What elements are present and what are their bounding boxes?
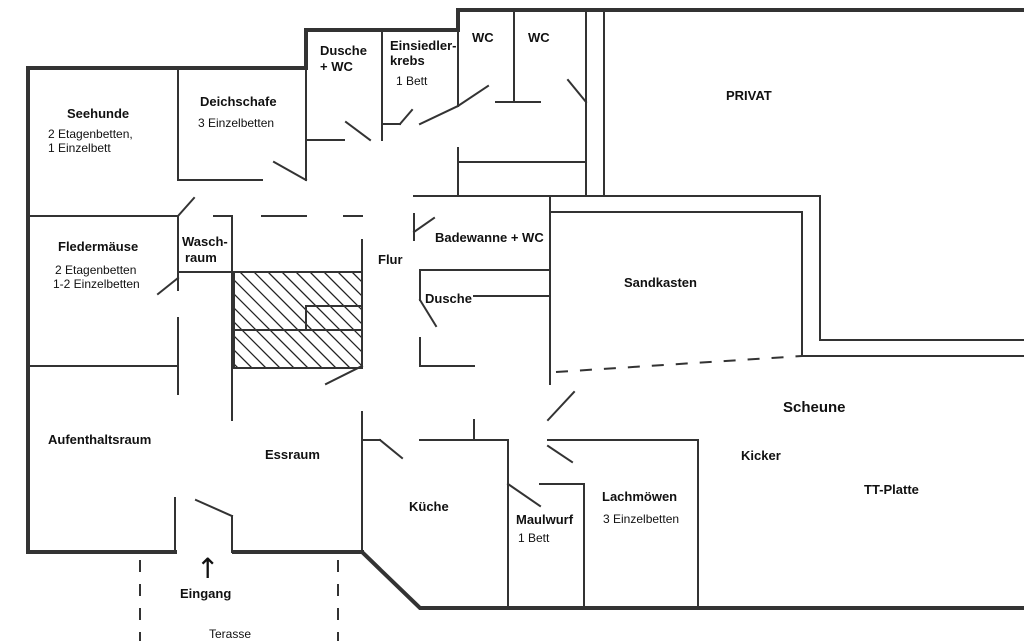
room-label-terasse: Terasse (209, 627, 251, 641)
room-label-scheune: Scheune (783, 399, 846, 416)
room-label-lachmoewen: Lachmöwen (602, 489, 677, 504)
room-label-dusche-wc-2: + WC (320, 59, 353, 74)
room-label-dusche-wc-1: Dusche (320, 43, 367, 58)
room-label-waschraum-1: Wasch- (182, 234, 228, 249)
dashed-lines (139, 355, 803, 641)
room-beds-deichschafe: 3 Einzelbetten (198, 116, 274, 130)
room-label-waschraum-2: raum (185, 250, 217, 265)
room-beds-seehunde-2: 1 Einzelbett (48, 141, 111, 155)
room-label-aufenthaltsraum: Aufenthaltsraum (48, 432, 151, 447)
room-label-kueche: Küche (409, 499, 449, 514)
hatch-line (281, 272, 362, 353)
hatch-line (323, 272, 362, 311)
hatch-line (234, 293, 309, 368)
room-label-flur: Flur (378, 252, 403, 267)
room-label-tt-platte: TT-Platte (864, 482, 919, 497)
hatch-line (128, 272, 224, 368)
outer-walls (26, 8, 1024, 610)
inner-walls (27, 9, 1024, 609)
room-label-maulwurf: Maulwurf (516, 512, 574, 527)
hatch-line (337, 272, 362, 297)
room-beds-fledermaeuse-1: 2 Etagenbetten (55, 263, 136, 277)
entrance-arrow-icon: ↑ (196, 552, 219, 585)
room-beds-lachmoewen: 3 Einzelbetten (603, 512, 679, 526)
room-beds-einsiedlerkrebs: 1 Bett (396, 74, 428, 88)
hatch-line (234, 363, 239, 368)
hatch-line (295, 272, 362, 339)
hatch-line (234, 335, 267, 368)
room-label-seehunde: Seehunde (67, 106, 129, 121)
hatch-line (351, 272, 362, 283)
room-label-sandkasten: Sandkasten (624, 275, 697, 290)
room-label-wc-2: WC (528, 30, 550, 45)
room-label-badewanne-wc: Badewanne + WC (435, 230, 544, 245)
room-beds-fledermaeuse-2: 1-2 Einzelbetten (53, 277, 140, 291)
room-label-einsiedlerkrebs-2: krebs (390, 53, 425, 68)
room-label-eingang: Eingang (180, 586, 231, 601)
room-beds-maulwurf: 1 Bett (518, 531, 550, 545)
room-label-kicker: Kicker (741, 448, 781, 463)
stairwell-hatch (128, 272, 462, 368)
stairwell-outline (233, 271, 363, 369)
hatch-line (234, 321, 281, 368)
room-label-fledermaeuse: Fledermäuse (58, 239, 138, 254)
room-beds-seehunde-1: 2 Etagenbetten, (48, 127, 133, 141)
room-label-wc-1: WC (472, 30, 494, 45)
hatch-line (234, 279, 323, 368)
hatch-line (366, 272, 462, 368)
hatch-line (234, 349, 253, 368)
hatch-line (253, 272, 351, 368)
room-label-deichschafe: Deichschafe (200, 94, 277, 109)
room-label-einsiedlerkrebs-1: Einsiedler- (390, 38, 456, 53)
room-label-privat: PRIVAT (726, 88, 772, 103)
hatch-line (309, 272, 362, 325)
hatch-line (234, 307, 295, 368)
hatch-line (239, 272, 337, 368)
hatch-line (267, 272, 362, 367)
room-label-essraum: Essraum (265, 447, 320, 462)
room-label-dusche: Dusche (425, 291, 472, 306)
